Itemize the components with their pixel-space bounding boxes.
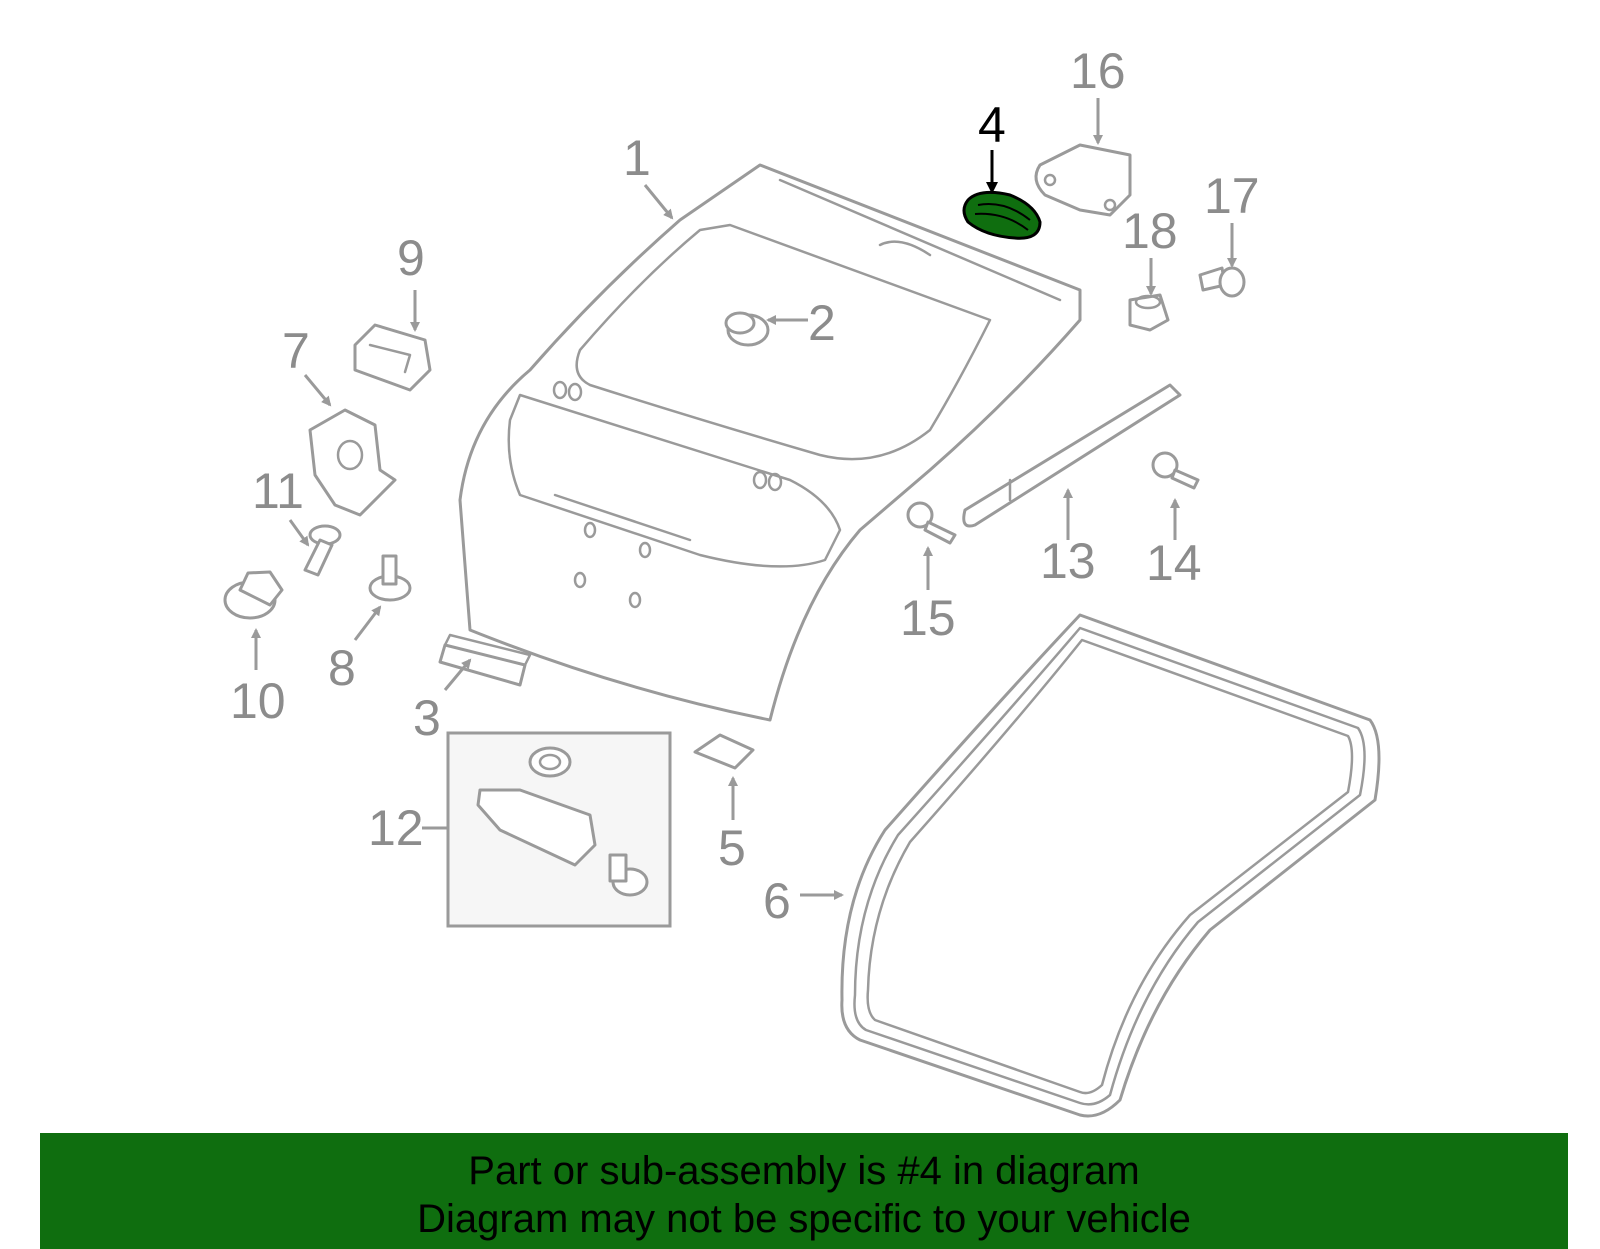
nut-part-18 (1128, 293, 1170, 332)
info-banner: Part or sub-assembly is #4 in diagram Di… (40, 1133, 1568, 1249)
callout-5: 5 (718, 820, 746, 876)
callout-6: 6 (763, 873, 791, 929)
screw-part-11 (303, 524, 342, 577)
callout-4: 4 (978, 97, 1006, 153)
callout-12: 12 (368, 800, 424, 856)
callout-8: 8 (328, 640, 356, 696)
callout-1: 1 (623, 130, 651, 186)
callout-16: 16 (1070, 43, 1126, 99)
hinge-part-16 (1034, 143, 1132, 217)
callout-labels: 1 2 3 4 5 6 7 8 9 10 11 12 13 14 15 16 1… (230, 43, 1260, 929)
banner-line-2: Diagram may not be specific to your vehi… (417, 1197, 1191, 1241)
callout-7: 7 (282, 323, 310, 379)
callout-14: 14 (1146, 535, 1202, 591)
callout-11: 11 (252, 463, 304, 519)
pad-part-3 (438, 633, 532, 687)
leader-arrows (251, 98, 1237, 900)
highlighted-cap-part-4 (962, 190, 1042, 240)
callout-18: 18 (1122, 203, 1178, 259)
callout-3: 3 (413, 690, 441, 746)
gas-strut-part-13 (962, 383, 1182, 528)
striker-box-part-12 (446, 731, 672, 928)
callout-13: 13 (1040, 533, 1096, 589)
grommet-part-2 (724, 311, 770, 347)
bolt-part-8 (368, 554, 412, 602)
callout-17: 17 (1204, 168, 1260, 224)
callout-9: 9 (397, 230, 425, 286)
callout-15: 15 (900, 590, 956, 646)
banner-line-1: Part or sub-assembly is #4 in diagram (468, 1149, 1140, 1193)
clip-part-10 (223, 570, 284, 620)
ball-stud-part-14 (1151, 451, 1200, 490)
ball-stud-part-15 (906, 501, 957, 545)
label-part-5 (693, 733, 755, 770)
latch-part-7 (308, 408, 397, 517)
weatherstrip-part-6 (840, 613, 1381, 1118)
tailgate-panel-part-1 (458, 163, 1082, 722)
callout-2: 2 (808, 295, 836, 351)
bolt-part-17 (1198, 266, 1246, 298)
callout-10: 10 (230, 673, 286, 729)
switch-part-9 (353, 323, 432, 392)
